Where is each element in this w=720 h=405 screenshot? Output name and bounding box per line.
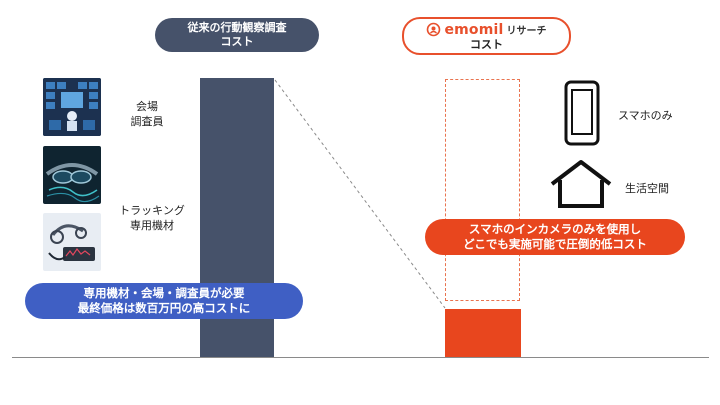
tracking-equipment-image <box>43 213 101 271</box>
smartphone-icon <box>564 80 600 146</box>
smartphone-only-label: スマホのみ <box>618 109 673 122</box>
staff-label: 調査員 <box>130 115 164 128</box>
tracking-equipment-label: トラッキング 専用機材 <box>112 203 192 233</box>
house-icon <box>550 160 612 208</box>
emomil-cost-callout: スマホのインカメラのみを使用し どこでも実施可能で圧倒的低コスト <box>425 219 685 255</box>
emomil-callout-line2: どこでも実施可能で圧倒的低コスト <box>463 237 647 251</box>
baseline <box>12 357 709 358</box>
header-emomil-cost: emomil リサーチ コスト <box>402 17 571 55</box>
venue-label: 会場 <box>136 100 158 113</box>
venue-staff-label: 会場 調査員 <box>124 99 170 129</box>
magnifier-logo-icon <box>427 22 441 37</box>
traditional-cost-outline <box>445 79 520 301</box>
header-traditional-line2: コスト <box>220 35 254 48</box>
traditional-cost-callout: 専用機材・会場・調査員が必要 最終価格は数百万円の高コストに <box>25 283 303 319</box>
emomil-cost-bar <box>445 309 521 358</box>
traditional-callout-line1: 専用機材・会場・調査員が必要 <box>83 286 245 300</box>
header-traditional-cost: 従来の行動観察調査 コスト <box>155 18 319 52</box>
equipment-label: 専用機材 <box>130 219 174 232</box>
venue-staff-image <box>43 78 101 136</box>
brand-suffix: リサーチ <box>506 26 547 37</box>
eye-tracking-glasses-image <box>43 146 101 204</box>
emomil-callout-line1: スマホのインカメラのみを使用し <box>468 222 642 236</box>
brand-name: emomil <box>444 21 504 38</box>
brand-row: emomil リサーチ <box>426 21 547 38</box>
living-space-label: 生活空間 <box>625 182 669 195</box>
header-traditional-line1: 従来の行動観察調査 <box>187 21 287 34</box>
tracking-label: トラッキング <box>119 204 185 217</box>
header-emomil-line2: コスト <box>470 37 503 51</box>
traditional-callout-line2: 最終価格は数百万円の高コストに <box>77 301 251 315</box>
